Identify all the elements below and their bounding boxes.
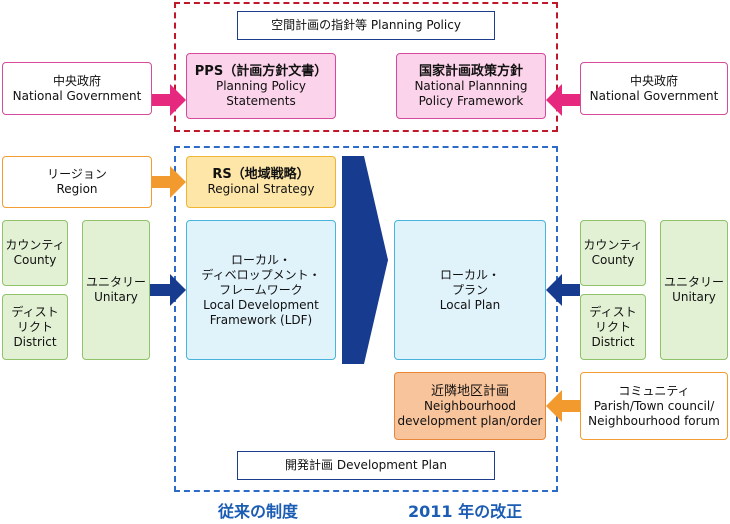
ldf-box: ローカル・ ディベロップメント・ フレームワーク Local Developme… bbox=[186, 220, 336, 360]
arrow-community-to-ndp bbox=[546, 390, 580, 422]
development-plan-frame bbox=[174, 146, 558, 492]
big-transition-arrow-body bbox=[342, 156, 388, 364]
arrow-county-to-localplan bbox=[546, 274, 580, 306]
neighbourhood-plan-box: 近隣地区計画 Neighbourhood development plan/or… bbox=[394, 372, 546, 440]
local-plan-box: ローカル・ プラン Local Plan bbox=[394, 220, 546, 360]
arrow-national-to-pps bbox=[150, 84, 186, 116]
county-right: カウンティ County bbox=[580, 220, 646, 286]
unitary-right: ユニタリー Unitary bbox=[660, 220, 728, 360]
arrow-unitary-to-ldf bbox=[150, 274, 186, 306]
planning-policy-label: 空間計画の指針等 Planning Policy bbox=[237, 11, 495, 40]
national-government-left: 中央政府 National Government bbox=[2, 62, 152, 115]
county-left: カウンティ County bbox=[2, 220, 68, 286]
arrow-national-to-nppf bbox=[546, 84, 580, 116]
district-right: ディスト リクト District bbox=[580, 294, 646, 360]
unitary-left: ユニタリー Unitary bbox=[82, 220, 150, 360]
planning-policy-frame bbox=[174, 2, 558, 132]
arrow-region-to-rs bbox=[150, 166, 186, 198]
caption-previous-system: 従来の制度 bbox=[218, 502, 299, 521]
region-box: リージョン Region bbox=[2, 156, 152, 208]
caption-2011-reform: 2011 年の改正 bbox=[408, 502, 523, 521]
district-left: ディスト リクト District bbox=[2, 294, 68, 360]
pps-box: PPS（計画方針文書） Planning Policy Statements bbox=[186, 53, 336, 119]
community-box: コミュニティ Parish/Town council/ Neighbourhoo… bbox=[580, 372, 728, 440]
development-plan-label: 開発計画 Development Plan bbox=[237, 451, 495, 480]
rs-box: RS（地域戦略） Regional Strategy bbox=[186, 156, 336, 208]
national-government-right: 中央政府 National Government bbox=[580, 62, 728, 115]
nppf-box: 国家計画政策方針 National Plannning Policy Frame… bbox=[396, 53, 546, 119]
